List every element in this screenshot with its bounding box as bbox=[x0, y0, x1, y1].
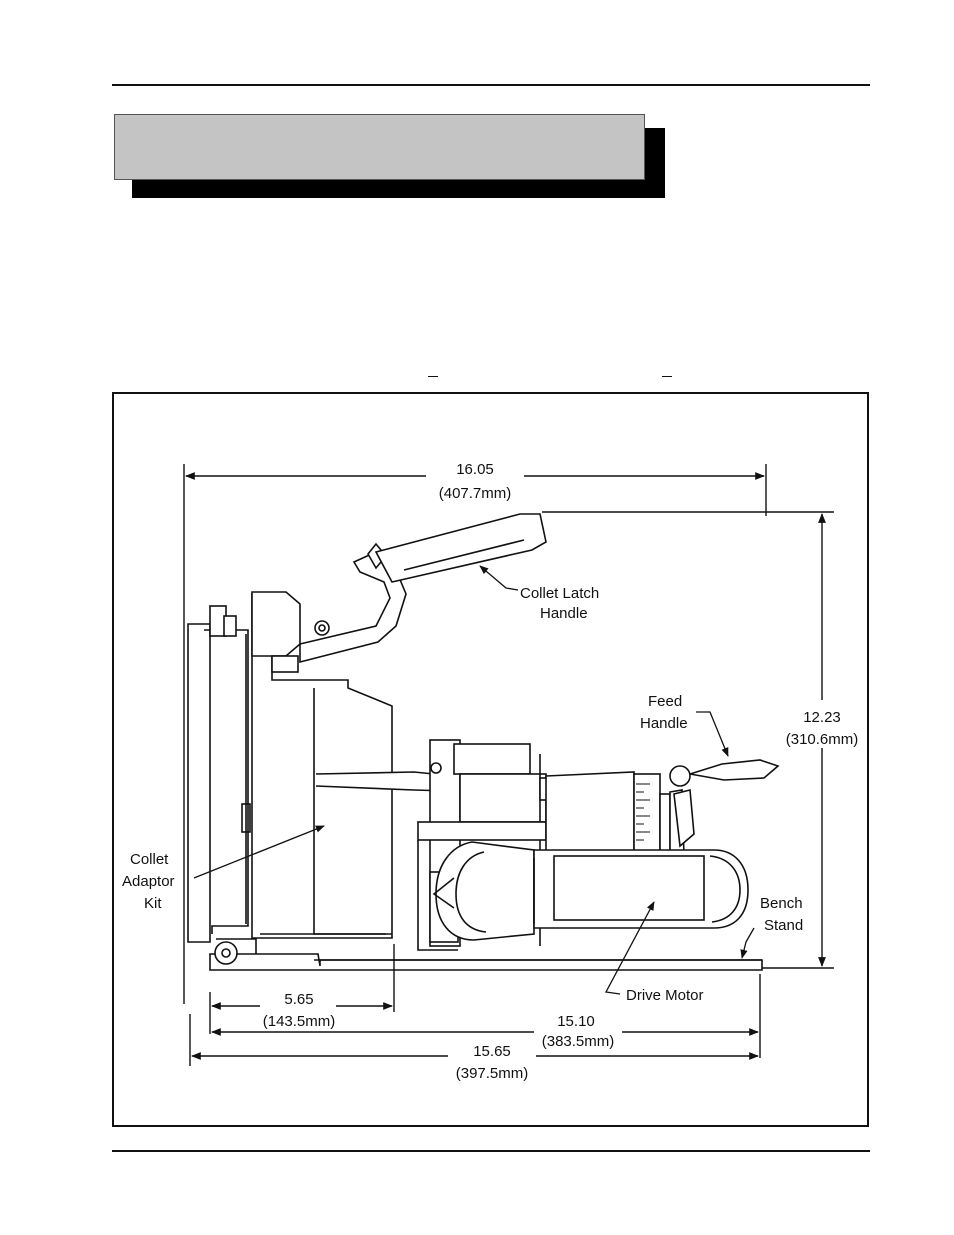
drive-motor-label: Drive Motor bbox=[626, 987, 704, 1004]
collet-adaptor-kit-label-line2: Adaptor bbox=[122, 873, 175, 890]
stand-length-metric: (383.5mm) bbox=[542, 1033, 615, 1050]
header-rule bbox=[112, 84, 870, 86]
feed-handle-label-line1: Feed bbox=[648, 693, 682, 710]
base-length-metric: (397.5mm) bbox=[456, 1065, 529, 1082]
dimension-lines bbox=[183, 464, 834, 1066]
callout-leaders bbox=[193, 565, 755, 995]
dimension-figure: 16.05 (407.7mm) 12.23 (310.6mm) 5.65 (14… bbox=[112, 392, 869, 1127]
height-metric: (310.6mm) bbox=[786, 731, 859, 748]
machine-drawing: 16.05 (407.7mm) 12.23 (310.6mm) 5.65 (14… bbox=[122, 461, 859, 1082]
feed-handle-label-line2: Handle bbox=[640, 715, 688, 732]
stand-length-value: 15.10 bbox=[557, 1013, 595, 1030]
front-offset-value: 5.65 bbox=[284, 991, 313, 1008]
height-value: 12.23 bbox=[803, 709, 841, 726]
title-banner bbox=[114, 114, 645, 180]
front-offset-metric: (143.5mm) bbox=[263, 1013, 336, 1030]
tolerance-mark bbox=[662, 376, 672, 377]
overall-length-value: 16.05 bbox=[456, 461, 494, 478]
collet-adaptor-kit-label-line1: Collet bbox=[130, 851, 169, 868]
base-length-value: 15.65 bbox=[473, 1043, 511, 1060]
bench-stand-label-line1: Bench bbox=[760, 895, 803, 912]
collet-adaptor-kit-label-line3: Kit bbox=[144, 895, 162, 912]
machine-outline bbox=[187, 513, 780, 971]
collet-latch-handle-label-line2: Handle bbox=[540, 605, 588, 622]
overall-length-metric: (407.7mm) bbox=[439, 485, 512, 502]
footer-rule bbox=[112, 1150, 870, 1152]
collet-latch-handle-label-line1: Collet Latch bbox=[520, 585, 599, 602]
tolerance-mark bbox=[428, 376, 438, 377]
bench-stand-label-line2: Stand bbox=[764, 917, 803, 934]
